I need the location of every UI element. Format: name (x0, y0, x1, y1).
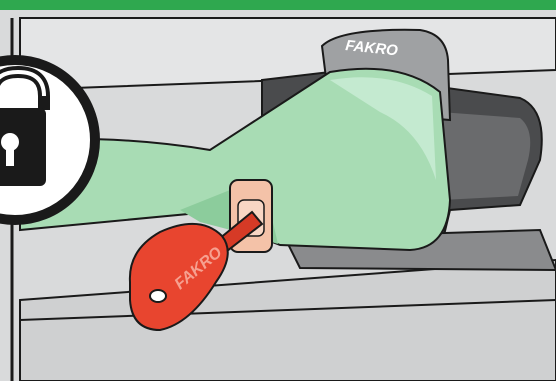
recess-inner (440, 112, 530, 200)
key-hole (150, 290, 166, 302)
